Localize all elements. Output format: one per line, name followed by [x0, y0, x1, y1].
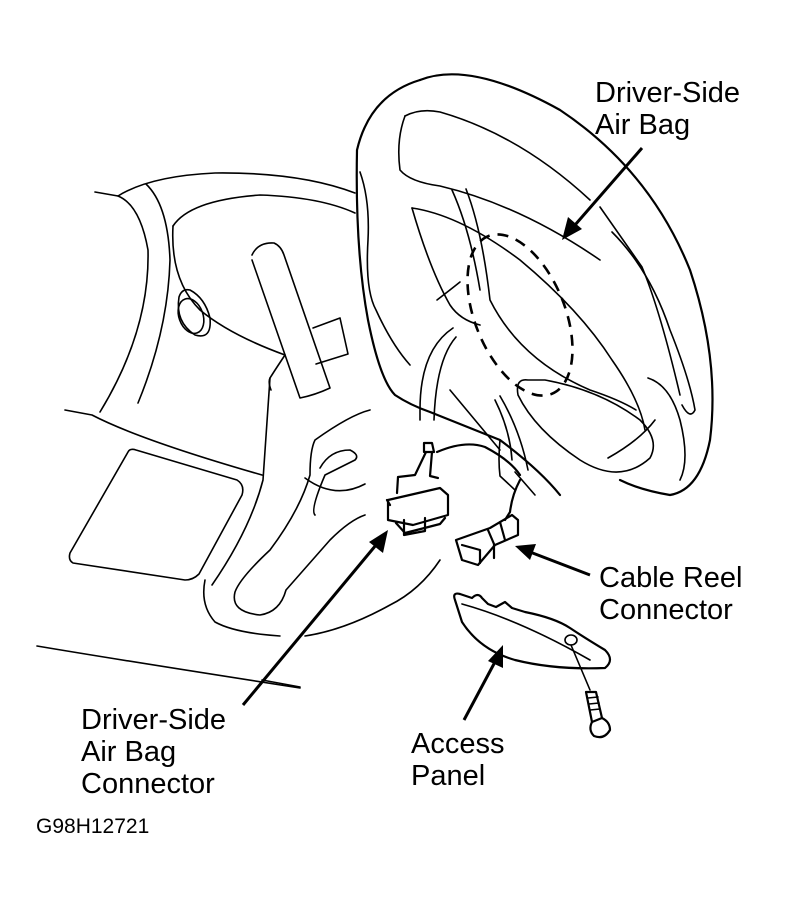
- arrowhead-airbag: [562, 217, 582, 240]
- label-driver-side-air-bag-connector: Driver-Side Air Bag Connector: [81, 704, 226, 800]
- label-line: Connector: [599, 594, 733, 626]
- label-cable-reel-connector: Cable Reel Connector: [599, 562, 742, 626]
- label-line: Panel: [411, 760, 486, 792]
- leader-arrows: [241, 147, 644, 721]
- cable-reel-connector-drawing: [454, 478, 522, 567]
- label-line: Air Bag: [595, 109, 691, 141]
- arrow-airbag: [573, 147, 644, 226]
- label-access-panel: Access Panel: [411, 728, 504, 792]
- steering-wheel-drawing: [355, 73, 714, 497]
- arrowhead-access-panel: [488, 645, 503, 668]
- arrow-access-panel: [462, 659, 498, 721]
- arrowhead-airbag-connector: [369, 530, 388, 553]
- arrowhead-cable-reel: [515, 544, 536, 560]
- label-line: Driver-Side: [81, 704, 227, 736]
- access-panel-drawing: [453, 592, 612, 739]
- label-line: Access: [411, 728, 505, 760]
- arrow-cable-reel: [529, 550, 591, 577]
- airbag-connector-drawing: [385, 441, 522, 537]
- label-driver-side-air-bag: Driver-Side Air Bag: [595, 77, 740, 141]
- figure-code: G98H12721: [36, 815, 150, 838]
- label-line: Air Bag: [81, 736, 177, 768]
- dashboard-drawing: [36, 171, 441, 689]
- label-line: Connector: [81, 768, 215, 800]
- arrow-airbag-connector: [241, 544, 378, 706]
- label-line: Driver-Side: [595, 77, 741, 109]
- label-line: Cable Reel: [599, 562, 743, 594]
